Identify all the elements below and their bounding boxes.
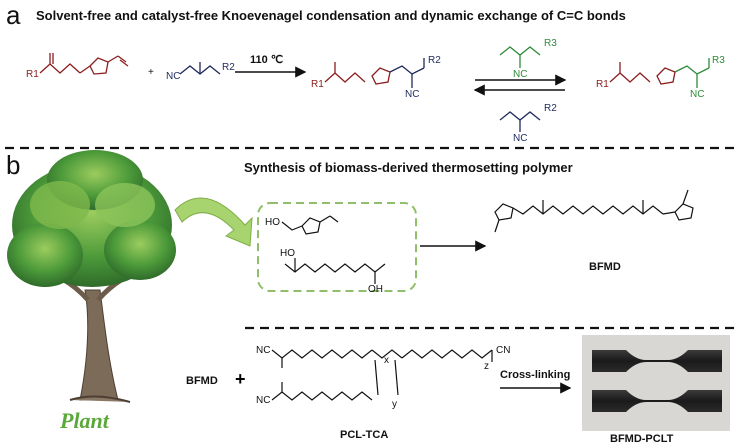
sample-label: BFMD-PCLT — [610, 433, 674, 445]
sebacic-acid-structure — [284, 258, 386, 284]
plus-sign-a: + — [148, 67, 154, 78]
hmf-structure — [281, 215, 339, 235]
r3-top-reagent-label: R3 — [544, 38, 557, 49]
pcl-tca-label: PCL-TCA — [340, 429, 389, 441]
r2-bottom-reagent-label: R2 — [544, 103, 557, 114]
pcl-tca-structure — [271, 349, 493, 401]
panel-b-letter: b — [6, 150, 21, 180]
hmf-ho-label: HO — [265, 217, 280, 228]
r1-left-label: R1 — [26, 69, 39, 80]
exchange-reagent-top-structure — [499, 46, 541, 68]
nc-bottom-reagent-label: NC — [513, 133, 528, 144]
r2-reagent-label: R2 — [222, 62, 235, 73]
nc-exchanged-label: NC — [690, 89, 705, 100]
exchange-reagent-bottom-structure — [499, 111, 541, 132]
acid-ho-left-label: HO — [280, 248, 295, 259]
r1-product-label: R1 — [311, 79, 324, 90]
biomass-monomer-box — [257, 202, 417, 292]
r2-product-label: R2 — [428, 55, 441, 66]
nc-left-label: NC — [166, 71, 181, 82]
pcl-nc-bottom-label: NC — [256, 395, 271, 406]
nc-product-label: NC — [405, 89, 420, 100]
pcl-z-subscript: z — [484, 361, 489, 372]
nc-top-reagent-label: NC — [513, 69, 528, 80]
r1-exchanged-label: R1 — [596, 79, 609, 90]
crosslinking-label: Cross-linking — [500, 369, 571, 381]
bfmd-reactant-label: BFMD — [186, 375, 218, 387]
plant-label: Plant — [60, 408, 109, 433]
plus-sign-b: + — [235, 369, 246, 389]
knoevenagel-product-structure — [324, 58, 425, 88]
aldehyde-reactant-structure — [39, 53, 129, 75]
panel-b-title: Synthesis of biomass-derived thermosetti… — [244, 160, 573, 175]
bfmd-pclt-sample-photo — [582, 335, 730, 431]
pcl-cn-right-label: CN — [496, 345, 511, 356]
cyanoacetate-reagent-structure — [179, 62, 221, 75]
panel-a-letter: a — [6, 0, 21, 30]
reaction-condition: 110 ℃ — [250, 54, 284, 66]
bfmd-product-label: BFMD — [589, 261, 621, 273]
r3-exchanged-label: R3 — [712, 55, 725, 66]
tree-illustration — [7, 150, 176, 403]
pcl-nc-top-label: NC — [256, 345, 271, 356]
pcl-y-subscript: y — [392, 399, 397, 410]
bfmd-structure — [494, 189, 694, 233]
plant-to-monomer-arrow — [174, 197, 253, 247]
exchanged-product-structure — [609, 58, 710, 88]
acid-oh-right-label: OH — [368, 284, 383, 295]
panel-a-title: Solvent-free and catalyst-free Knoevenag… — [36, 8, 626, 23]
pcl-x-subscript: x — [384, 355, 389, 366]
